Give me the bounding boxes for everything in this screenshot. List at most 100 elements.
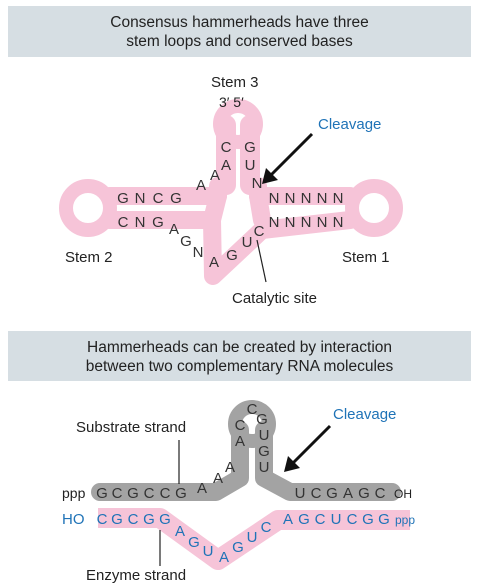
base: U bbox=[259, 427, 270, 444]
cleavage-label-bottom: Cleavage bbox=[333, 406, 396, 423]
base: N bbox=[301, 190, 312, 207]
base: U bbox=[295, 485, 306, 502]
base: G bbox=[127, 485, 139, 502]
base: G bbox=[358, 485, 370, 502]
base: A bbox=[219, 549, 229, 566]
top-caption-line1: Consensus hammerheads have three bbox=[110, 14, 369, 31]
base: C bbox=[118, 214, 129, 231]
oh-3prime-label: OH bbox=[394, 487, 412, 501]
base: C bbox=[375, 485, 386, 502]
base: U bbox=[245, 157, 256, 174]
base: A bbox=[175, 523, 185, 540]
base: U bbox=[259, 459, 270, 476]
base: A bbox=[213, 470, 223, 487]
base: N bbox=[135, 214, 146, 231]
base: G bbox=[188, 534, 200, 551]
base: G bbox=[232, 539, 244, 556]
rna-backbone bbox=[59, 99, 403, 285]
base: G bbox=[152, 214, 164, 231]
base: G bbox=[244, 139, 256, 156]
base: C bbox=[254, 223, 265, 240]
base: G bbox=[256, 411, 268, 428]
base: U bbox=[331, 511, 342, 528]
base: N bbox=[285, 190, 296, 207]
base: U bbox=[242, 234, 253, 251]
base: N bbox=[317, 190, 328, 207]
base: G bbox=[326, 485, 338, 502]
base: N bbox=[193, 244, 204, 261]
base: A bbox=[209, 254, 219, 271]
base: G bbox=[362, 511, 374, 528]
base: N bbox=[301, 214, 312, 231]
base: G bbox=[96, 485, 108, 502]
stem3-label: Stem 3 bbox=[211, 74, 259, 91]
base: A bbox=[283, 511, 293, 528]
base: C bbox=[97, 511, 108, 528]
strand-ends-label: 3′ 5′ bbox=[219, 94, 244, 110]
base: C bbox=[128, 511, 139, 528]
base: A bbox=[221, 157, 231, 174]
base: U bbox=[247, 529, 258, 546]
stem2-label: Stem 2 bbox=[65, 249, 113, 266]
base: A bbox=[196, 177, 206, 194]
base: G bbox=[180, 233, 192, 250]
cleavage-arrow-bottom bbox=[290, 424, 332, 466]
base: G bbox=[258, 443, 270, 460]
base: N bbox=[317, 214, 328, 231]
base: A bbox=[343, 485, 353, 502]
enzyme-strand-backbone bbox=[98, 508, 410, 570]
cleavage-arrow-top bbox=[268, 132, 314, 178]
base: C bbox=[247, 401, 258, 418]
base: G bbox=[226, 247, 238, 264]
base: G bbox=[175, 485, 187, 502]
base: G bbox=[298, 511, 310, 528]
catalytic-site-label: Catalytic site bbox=[232, 290, 317, 307]
substrate-strand-label: Substrate strand bbox=[76, 419, 186, 436]
cleavage-label-top: Cleavage bbox=[318, 116, 381, 133]
bottom-caption-line2: between two complementary RNA molecules bbox=[85, 358, 394, 375]
arrow-head-icon bbox=[262, 168, 278, 184]
enzyme-strand-label: Enzyme strand bbox=[86, 567, 186, 584]
bottom-caption-banner: Hammerheads can be created by interactio… bbox=[8, 331, 471, 381]
substrate-strand-backbone bbox=[91, 400, 401, 501]
top-caption-line2: stem loops and conserved bases bbox=[126, 33, 353, 50]
base: G bbox=[159, 511, 171, 528]
base: A bbox=[225, 459, 235, 476]
base: C bbox=[112, 485, 123, 502]
base: C bbox=[311, 485, 322, 502]
base: C bbox=[347, 511, 358, 528]
base: C bbox=[221, 139, 232, 156]
top-caption-banner: Consensus hammerheads have three stem lo… bbox=[8, 6, 471, 57]
base: G bbox=[378, 511, 390, 528]
base: G bbox=[170, 190, 182, 207]
base: G bbox=[111, 511, 123, 528]
base: N bbox=[269, 214, 280, 231]
base: C bbox=[315, 511, 326, 528]
base: N bbox=[285, 214, 296, 231]
base: C bbox=[235, 417, 246, 434]
base: C bbox=[261, 519, 272, 536]
base: A bbox=[210, 167, 220, 184]
base: A bbox=[169, 221, 179, 238]
base: A bbox=[197, 480, 207, 497]
consensus-hammerhead: C A G U N A A G N C G C N G A G N A G U … bbox=[59, 74, 403, 307]
bottom-caption-line1: Hammerheads can be created by interactio… bbox=[87, 339, 392, 356]
base: N bbox=[333, 214, 344, 231]
base: A bbox=[235, 433, 245, 450]
ppp-5prime-enzyme-label: ppp bbox=[395, 513, 415, 527]
ppp-5prime-label: ppp bbox=[62, 485, 86, 501]
base: C bbox=[160, 485, 171, 502]
base: G bbox=[117, 190, 129, 207]
base: N bbox=[333, 190, 344, 207]
two-strand-hammerhead: G C G C C G A A A A C C G U G U U C G A … bbox=[62, 400, 415, 584]
ho-3prime-label: HO bbox=[62, 511, 85, 528]
base: N bbox=[269, 190, 280, 207]
arrow-head-icon bbox=[284, 456, 300, 472]
base: N bbox=[135, 190, 146, 207]
base: C bbox=[144, 485, 155, 502]
stem1-label: Stem 1 bbox=[342, 249, 390, 266]
catalytic-pointer-line bbox=[256, 239, 267, 283]
base: G bbox=[143, 511, 155, 528]
base: C bbox=[153, 190, 164, 207]
